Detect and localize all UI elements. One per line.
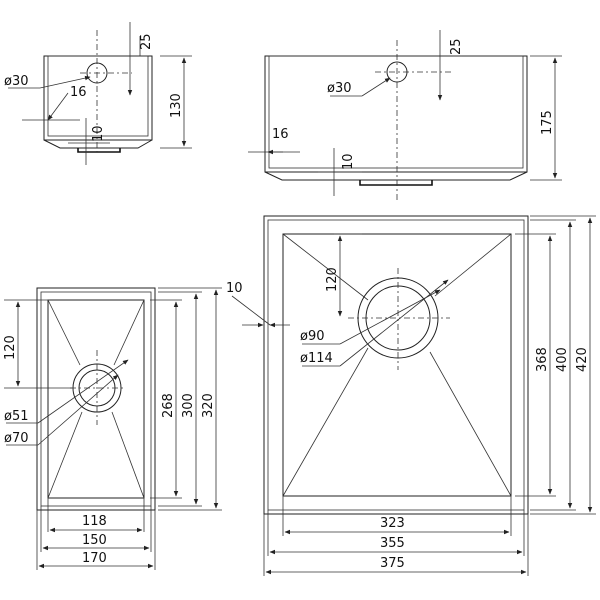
large-plan-width-outer: 375 — [380, 556, 405, 571]
small-side-hole-offset: 25 — [139, 33, 154, 50]
large-side-drain-depth: 10 — [341, 153, 356, 170]
large-plan-wall: 10 — [226, 281, 243, 296]
large-side-height: 175 — [540, 110, 555, 135]
small-plan-width-outer: 170 — [82, 551, 107, 566]
large-plan-drain-outer: ø114 — [300, 351, 333, 366]
small-side-height: 130 — [169, 93, 184, 118]
small-plan-hole-offset: 120 — [3, 335, 18, 360]
large-sink-plan-view: 120 10 ø90 ø114 368 400 420 323 355 — [226, 215, 596, 576]
small-sink-side-view: 25 ø30 16 10 130 — [4, 22, 192, 165]
large-side-hole-offset: 25 — [449, 38, 464, 55]
small-sink-plan-view: 120 ø51 ø70 268 300 320 118 150 170 — [3, 287, 222, 570]
large-plan-width-mid: 355 — [380, 536, 405, 551]
small-plan-drain-outer: ø70 — [4, 431, 29, 446]
small-plan-width-mid: 150 — [82, 533, 107, 548]
small-side-hole-dia: ø30 — [4, 74, 29, 89]
large-side-wall: 16 — [272, 127, 289, 142]
small-plan-width-inner: 118 — [82, 514, 107, 529]
small-side-wall: 16 — [70, 85, 87, 100]
large-plan-depth-mid: 400 — [555, 347, 570, 372]
small-side-drain-depth: 10 — [91, 125, 106, 142]
large-plan-width-inner: 323 — [380, 516, 405, 531]
small-plan-depth-inner: 268 — [161, 393, 176, 418]
large-plan-drain-inner: ø90 — [300, 329, 325, 344]
small-plan-depth-outer: 320 — [201, 393, 216, 418]
large-side-hole-dia: ø30 — [327, 81, 352, 96]
small-plan-drain-inner: ø51 — [4, 409, 29, 424]
small-plan-depth-mid: 300 — [181, 393, 196, 418]
large-plan-hole-offset: 120 — [325, 267, 340, 292]
large-sink-side-view: 25 ø30 16 10 175 — [248, 30, 562, 200]
large-plan-depth-inner: 368 — [535, 347, 550, 372]
large-plan-depth-outer: 420 — [575, 347, 590, 372]
